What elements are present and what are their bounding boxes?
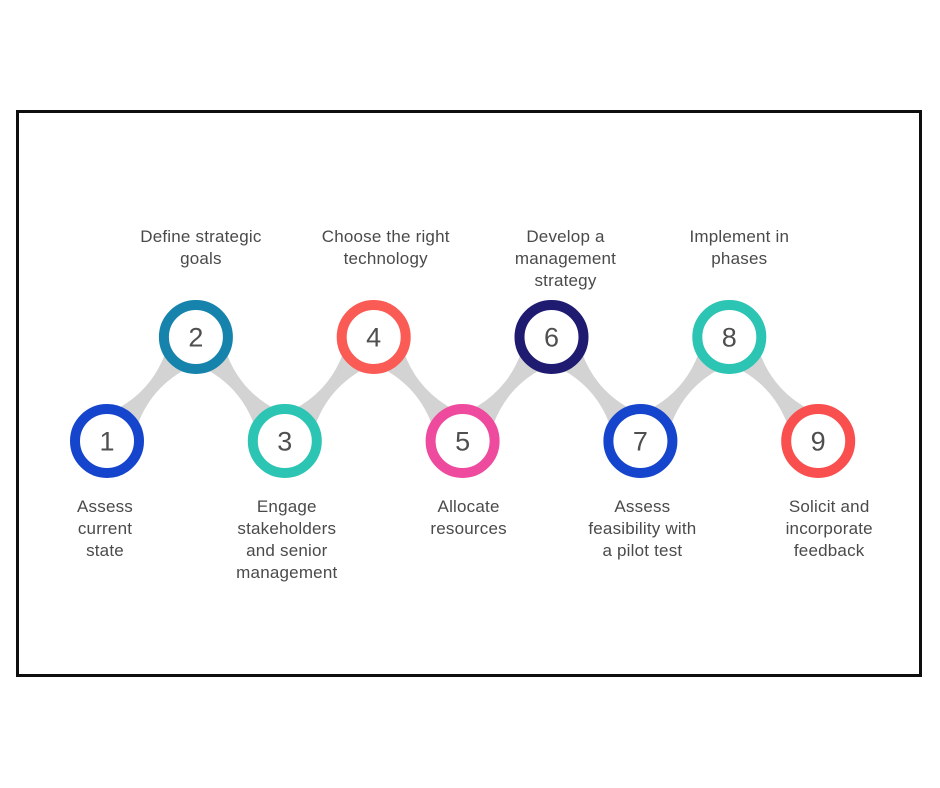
step-6-label: Develop a management strategy <box>514 227 617 290</box>
step-6-number: 6 <box>544 322 559 352</box>
step-8-label: Implement in phases <box>689 227 790 268</box>
step-6-circle <box>514 300 589 374</box>
step-1-number: 1 <box>99 426 114 456</box>
step-7-number: 7 <box>633 426 648 456</box>
step-4-label: Choose the right technology <box>321 227 450 268</box>
step-5-circle <box>425 404 500 478</box>
step-5-number: 5 <box>455 426 470 456</box>
step-4-number: 4 <box>366 322 381 352</box>
step-1-circle <box>70 404 144 478</box>
step-7-label: Assess feasibility with a pilot test <box>588 497 697 560</box>
step-1-label: Assess current state <box>77 497 133 560</box>
step-5-label: Allocate resources <box>430 497 507 538</box>
step-3-circle <box>247 404 322 478</box>
step-3-number: 3 <box>277 426 292 456</box>
step-4-circle <box>336 300 411 374</box>
step-9-circle <box>781 404 856 478</box>
step-3-label: Engage stakeholders and senior managemen… <box>236 497 338 582</box>
step-9-label: Solicit and incorporate feedback <box>785 497 873 560</box>
step-8-number: 8 <box>722 322 737 352</box>
step-7-circle <box>603 404 678 478</box>
step-2-label: Define strategic goals <box>140 227 262 268</box>
step-8-circle <box>692 300 767 374</box>
step-9-number: 9 <box>811 426 826 456</box>
step-2-circle <box>158 300 233 374</box>
step-2-number: 2 <box>188 322 203 352</box>
